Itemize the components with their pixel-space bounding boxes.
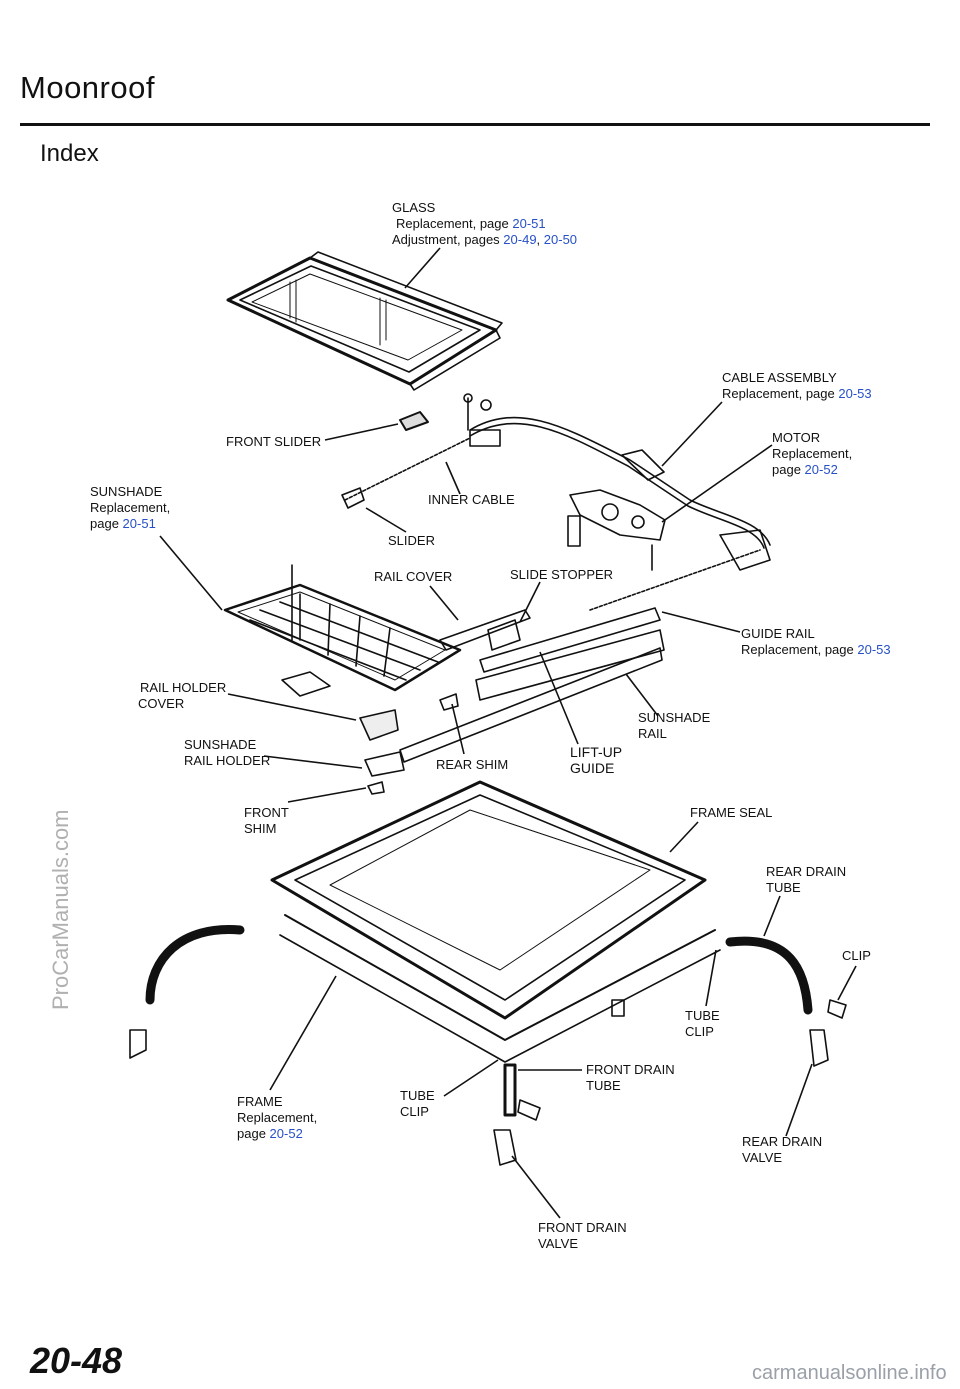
leader-lines: [159, 247, 857, 1219]
label-frame: FRAME Replacement, page 20-52: [237, 1094, 318, 1141]
label-sunshade: SUNSHADE Replacement, page 20-51: [90, 484, 171, 531]
label-clip: CLIP: [842, 948, 871, 963]
page-number: 20-48: [30, 1340, 123, 1381]
front-drain-valve-part: [493, 1129, 517, 1166]
front-drain-tube-left: [145, 925, 245, 1005]
label-slider: SLIDER: [388, 533, 435, 548]
drain-valve-left: [129, 1029, 147, 1059]
label-rear-drain-valve: REAR DRAIN VALVE: [742, 1134, 823, 1165]
source-site: carmanualsonline.info: [752, 1362, 947, 1384]
motor-part: [567, 489, 666, 571]
label-sunshade-rail: SUNSHADE RAIL: [638, 710, 711, 741]
sunshade-part: [223, 564, 462, 697]
label-inner-cable: INNER CABLE: [428, 492, 515, 507]
label-cable-assembly: CABLE ASSEMBLY Replacement, page 20-53: [722, 370, 872, 401]
label-lift-up-guide: LIFT-UP GUIDE: [570, 744, 623, 776]
link-20-51-glass[interactable]: 20-51: [512, 216, 546, 231]
tube-clip-right-part: [611, 999, 625, 1017]
cable-assembly-part: [344, 416, 771, 611]
slider-part: [341, 487, 365, 509]
link-20-53-cable[interactable]: 20-53: [838, 386, 872, 401]
front-drain-tube-part: [503, 1063, 517, 1117]
cable-end-bracket: [719, 529, 771, 571]
label-front-drain-tube: FRONT DRAIN TUBE: [586, 1062, 675, 1093]
rail-holder-cover-part: [359, 709, 399, 741]
label-frame-seal: FRAME SEAL: [690, 805, 773, 820]
watermark: ProCarManuals.com: [48, 809, 73, 1010]
label-sunshade-rail-holder: SUNSHADE RAIL HOLDER: [184, 737, 271, 768]
label-tube-clip-center: TUBE CLIP: [400, 1088, 435, 1119]
label-front-shim: FRONT SHIM: [244, 805, 289, 836]
rear-drain-tube-part: [725, 936, 813, 1015]
rear-drain-valve-part: [809, 1029, 829, 1067]
link-20-52-frame[interactable]: 20-52: [269, 1126, 303, 1141]
frame-part: [270, 780, 721, 1063]
tube-clip-center-part: [517, 1099, 541, 1121]
label-rail-holder-cover: RAIL HOLDER COVER: [138, 680, 227, 711]
label-guide-rail: GUIDE RAIL Replacement, page 20-53: [741, 626, 891, 657]
sunshade-rail-holder-part: [364, 751, 405, 777]
slide-stopper-part: [487, 619, 521, 651]
label-tube-clip-right: TUBE CLIP: [685, 1008, 720, 1039]
link-20-52-motor[interactable]: 20-52: [804, 462, 838, 477]
label-front-drain-valve: FRONT DRAIN VALVE: [538, 1220, 627, 1251]
label-motor: MOTOR Replacement, page 20-52: [772, 430, 853, 477]
label-front-slider: FRONT SLIDER: [226, 434, 322, 449]
rear-shim-part: [439, 693, 459, 711]
guide-rail-part: [475, 607, 665, 701]
rail-cover-part: [439, 609, 531, 651]
front-shim-part: [367, 781, 385, 795]
label-rail-cover: RAIL COVER: [374, 569, 453, 584]
front-slider-part: [399, 411, 429, 431]
label-rear-shim: REAR SHIM: [436, 757, 509, 772]
section-subtitle: Index: [40, 140, 99, 167]
link-20-53-guide-rail[interactable]: 20-53: [857, 642, 891, 657]
bolt-part: [463, 393, 501, 447]
label-slide-stopper: SLIDE STOPPER: [510, 567, 614, 582]
title-rule: [20, 123, 930, 126]
link-20-50[interactable]: 20-50: [543, 232, 578, 247]
label-rear-drain-tube: REAR DRAIN TUBE: [766, 864, 847, 895]
page-title: Moonroof: [20, 70, 155, 105]
link-20-49[interactable]: 20-49: [503, 232, 537, 247]
clip-part: [827, 999, 847, 1019]
link-20-51-sunshade[interactable]: 20-51: [122, 516, 156, 531]
sunshade-rail-part: [399, 647, 663, 763]
glass-part: [226, 251, 503, 391]
label-glass: GLASS Replacement, page 20-51 Adjustment…: [392, 200, 578, 247]
